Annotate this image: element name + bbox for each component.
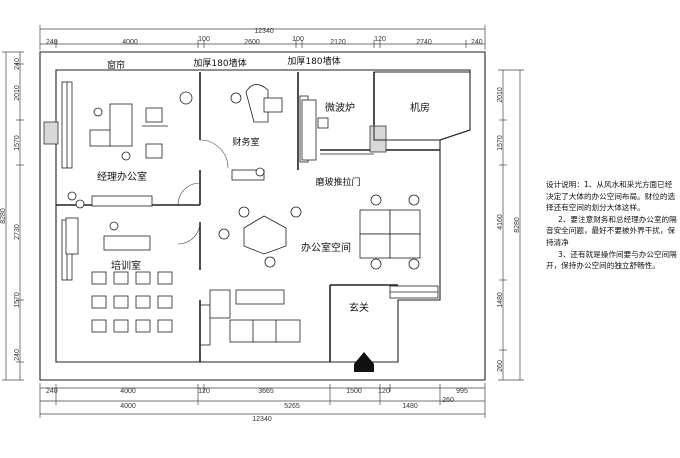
dim-bottom-total: 12340 (252, 416, 272, 423)
server-room-outline (373, 71, 471, 141)
dim-top-total: 12340 (254, 28, 274, 35)
left-dimension-lines (2, 51, 24, 381)
dim-bottom-seg: 995 (456, 388, 468, 395)
dim-bottom-seg: 4000 (120, 388, 136, 395)
dim-left-seg: 2730 (14, 224, 21, 240)
right-dimension-lines (498, 69, 524, 381)
label-manager: 经理办公室 (97, 170, 147, 183)
label-entrance: 玄关 (349, 301, 369, 314)
dim-top-seg: 100 (198, 36, 210, 43)
label-wall-a: 加厚180墙体 (193, 57, 246, 69)
design-note: 2、要注意财务和总经理办公室的隔音安全问题，最好不要被外界干扰，保持清净 (546, 214, 677, 247)
design-note: 设计说明：1、从风水和采光方面已经决定了大体的办公空间布局。财位的选择还有空间的… (546, 180, 676, 213)
design-note: 3、还有就是操作间要与办公空间隔开，保持办公空间的独立舒畅性。 (546, 249, 677, 271)
label-open-office: 办公室空间 (301, 241, 351, 254)
dim-bottom-sub: 1480 (402, 403, 418, 410)
furniture (65, 84, 421, 343)
dim-bottom-seg: 240 (46, 388, 58, 395)
dim-bottom-sub: 4000 (120, 403, 136, 410)
label-curtain: 窗帘 (107, 59, 125, 71)
label-finance: 财务室 (232, 136, 259, 148)
dim-bottom-sub: 5265 (284, 403, 300, 410)
dim-left-outer: 8280 (0, 208, 7, 224)
dim-bottom-seg: 3665 (258, 388, 274, 395)
dim-bottom-seg: 120 (378, 388, 390, 395)
dim-right-seg: 1570 (497, 135, 504, 151)
dim-left-seg: 2010 (14, 85, 21, 101)
dim-left-seg: 240 (14, 58, 21, 70)
bottom-dimension-lines (39, 383, 486, 418)
label-sliding-door: 磨玻推拉门 (315, 176, 360, 188)
dim-left-seg: 240 (14, 349, 21, 361)
dim-right-seg: 4160 (497, 214, 504, 230)
dim-top-seg: 100 (292, 36, 304, 43)
dim-top-seg: 240 (46, 39, 58, 46)
label-server-room: 机房 (410, 101, 430, 114)
dim-bottom-seg: 120 (198, 388, 210, 395)
dim-top-seg: 2600 (244, 39, 260, 46)
entrance-step (354, 364, 374, 372)
dim-top-seg: 240 (471, 39, 483, 46)
entrance-arrow-icon (354, 352, 374, 364)
dim-top-seg: 2120 (330, 39, 346, 46)
design-notes: 设计说明：1、从风水和采光方面已经决定了大体的办公空间布局。财位的选择还有空间的… (546, 179, 678, 272)
dim-bottom-seg: 1500 (346, 388, 362, 395)
top-dimension-lines (39, 25, 486, 50)
label-wall-b: 加厚180墙体 (287, 55, 340, 67)
dim-right-seg: 260 (497, 360, 504, 372)
dim-bottom-sub: 260 (442, 397, 454, 404)
dim-top-seg: 120 (374, 36, 386, 43)
dim-top-seg: 4000 (122, 39, 138, 46)
dim-left-seg: 1570 (14, 135, 21, 151)
label-training: 培训室 (111, 259, 141, 272)
dim-right-outer: 8280 (514, 217, 521, 233)
dim-top-seg: 2740 (416, 39, 432, 46)
dim-right-seg: 1480 (497, 292, 504, 308)
door-swings (177, 139, 229, 245)
label-microwave: 微波炉 (325, 101, 355, 114)
dim-right-seg: 2010 (497, 87, 504, 103)
dim-left-seg: 1570 (14, 292, 21, 308)
